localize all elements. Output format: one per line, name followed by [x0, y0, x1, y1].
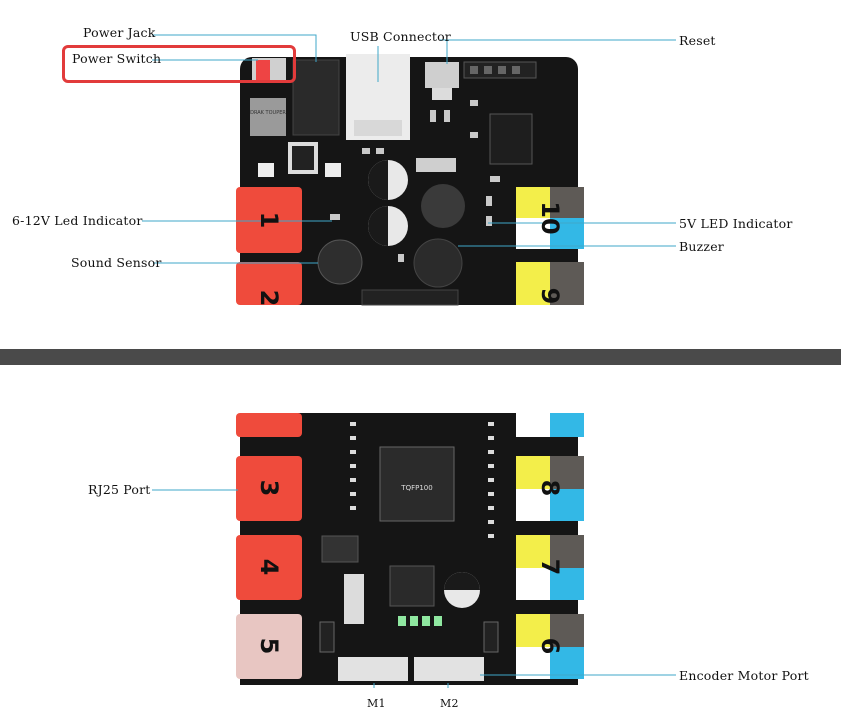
sound-sensor-component — [317, 239, 363, 285]
port-7-block — [516, 535, 584, 600]
label-buzzer: Buzzer — [679, 239, 724, 254]
port-label-2: 2 — [255, 290, 283, 307]
port-label-8: 8 — [536, 480, 564, 497]
reset-button-component — [425, 62, 459, 88]
port-label-6: 6 — [536, 638, 564, 655]
label-sound-sensor: Sound Sensor — [71, 255, 162, 270]
label-6-12v-led: 6-12V Led Indicator — [12, 213, 143, 228]
main-chip — [379, 446, 455, 522]
port-label-10: 10 — [536, 201, 564, 234]
leader-lines-bottom — [152, 489, 676, 688]
label-power-switch: Power Switch — [72, 51, 162, 66]
m2-connector — [414, 657, 484, 681]
port-3-block — [236, 456, 302, 521]
label-m2: M2 — [440, 697, 459, 710]
bottom-board — [236, 413, 584, 685]
label-reset: Reset — [679, 33, 716, 48]
m1-connector — [338, 657, 408, 681]
regulator-chip-label: DRAK TOUPER — [250, 110, 286, 116]
main-chip-label: TQFP100 — [400, 484, 432, 492]
port-label-5: 5 — [255, 638, 283, 655]
buzzer-component — [413, 238, 463, 288]
section-divider — [0, 349, 841, 365]
label-usb-connector: USB Connector — [350, 29, 451, 44]
port-8-block — [516, 456, 584, 521]
label-encoder-motor-port: Encoder Motor Port — [679, 668, 809, 683]
port-label-1: 1 — [255, 212, 283, 229]
port-label-3: 3 — [255, 480, 283, 497]
port-5-block — [236, 614, 302, 679]
port-label-9: 9 — [536, 288, 564, 305]
label-power-jack: Power Jack — [83, 25, 156, 40]
power-switch-highlight — [62, 45, 296, 83]
label-m1: M1 — [367, 697, 386, 710]
power-jack-component — [292, 59, 340, 136]
port-4-block — [236, 535, 302, 600]
port-1-block — [236, 187, 302, 253]
label-5v-led: 5V LED Indicator — [679, 216, 793, 231]
top-board — [236, 54, 584, 306]
port-6-block — [516, 614, 584, 679]
label-rj25-port: RJ25 Port — [88, 482, 151, 497]
port-label-4: 4 — [255, 559, 283, 576]
port-label-7: 7 — [536, 559, 564, 576]
leader-lines-top — [142, 34, 676, 264]
port-number-labels: 1 2 3 4 5 10 9 8 7 6 — [255, 201, 564, 654]
